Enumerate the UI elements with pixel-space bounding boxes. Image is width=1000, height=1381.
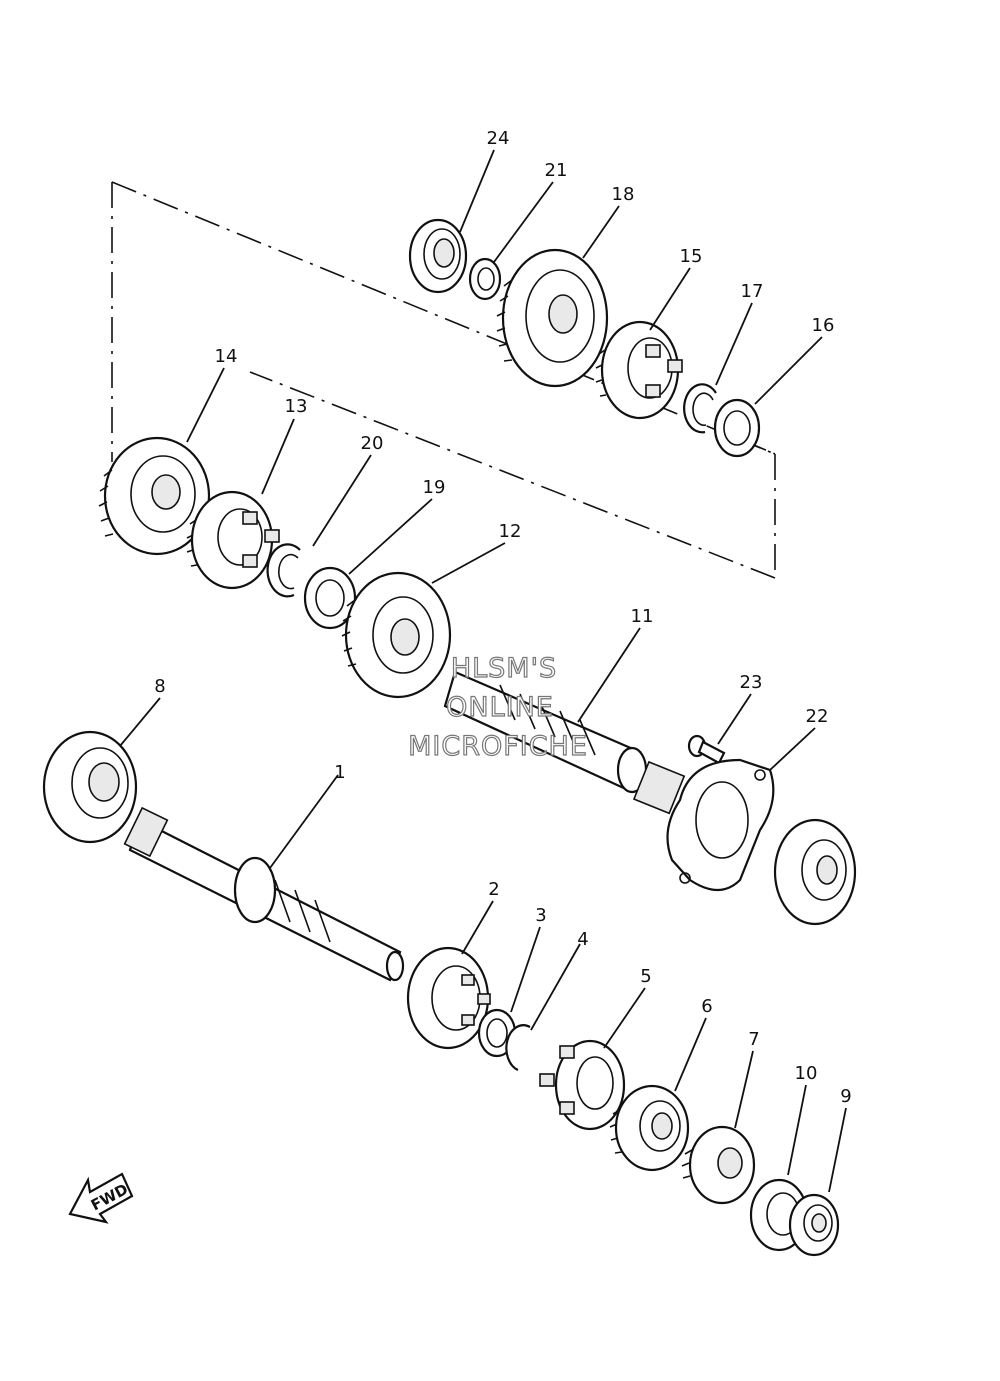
callout-11: 11 bbox=[631, 606, 654, 627]
leader-16 bbox=[754, 336, 823, 405]
circlip-17 bbox=[683, 383, 717, 434]
leader-1 bbox=[269, 774, 339, 869]
plate-22 bbox=[666, 758, 775, 892]
leader-23 bbox=[717, 693, 752, 745]
leader-24 bbox=[459, 149, 495, 233]
callout-labels: 24 21 18 15 17 16 14 13 20 19 12 11 8 23… bbox=[154, 128, 851, 1107]
leader-21 bbox=[493, 181, 554, 263]
callout-1: 1 bbox=[334, 762, 345, 783]
callout-2: 2 bbox=[488, 879, 499, 900]
circlip-4 bbox=[505, 1024, 531, 1072]
callout-16: 16 bbox=[812, 315, 835, 336]
callout-6: 6 bbox=[701, 996, 712, 1017]
shaft-11 bbox=[443, 670, 686, 815]
leader-20 bbox=[312, 454, 372, 547]
leader-4 bbox=[530, 943, 581, 1031]
watermark-line-1: HLSM'S bbox=[451, 653, 557, 684]
callout-13: 13 bbox=[285, 396, 308, 417]
gear-7 bbox=[681, 1125, 756, 1205]
leader-17 bbox=[715, 302, 753, 386]
callout-7: 7 bbox=[748, 1029, 759, 1050]
callout-15: 15 bbox=[680, 246, 703, 267]
gear-13 bbox=[186, 490, 280, 590]
gear-18 bbox=[496, 248, 609, 388]
callout-20: 20 bbox=[361, 433, 384, 454]
callout-19: 19 bbox=[423, 477, 446, 498]
callout-22: 22 bbox=[806, 706, 829, 727]
leader-18 bbox=[582, 205, 620, 259]
callout-4: 4 bbox=[577, 929, 588, 950]
leader-6 bbox=[674, 1017, 707, 1092]
gear-6 bbox=[609, 1084, 690, 1172]
leader-lines bbox=[119, 149, 847, 1193]
leader-19 bbox=[348, 498, 433, 575]
watermark-line-3: MICROFICHE bbox=[408, 731, 588, 762]
leader-3 bbox=[510, 926, 541, 1013]
assembly-bracket-line bbox=[111, 181, 776, 579]
gear-15 bbox=[595, 320, 683, 420]
leader-14 bbox=[186, 367, 225, 443]
watermark-line-2: ONLINE bbox=[446, 692, 554, 723]
leader-9 bbox=[828, 1107, 847, 1193]
gear-2 bbox=[406, 946, 491, 1050]
leader-7 bbox=[734, 1050, 754, 1129]
callout-14: 14 bbox=[215, 346, 238, 367]
bearing-9 bbox=[788, 1193, 840, 1257]
circlip-20 bbox=[266, 543, 301, 598]
callout-10: 10 bbox=[795, 1063, 818, 1084]
leader-13 bbox=[261, 418, 295, 495]
bearing-24 bbox=[408, 218, 468, 294]
washer-21 bbox=[468, 257, 502, 301]
leader-10 bbox=[787, 1084, 807, 1176]
callout-9: 9 bbox=[840, 1086, 851, 1107]
callout-18: 18 bbox=[612, 184, 635, 205]
callout-8: 8 bbox=[154, 676, 165, 697]
screw-23 bbox=[687, 734, 726, 765]
bearing-8 bbox=[42, 730, 138, 844]
gear-12 bbox=[341, 571, 452, 699]
callout-5: 5 bbox=[640, 966, 651, 987]
leader-22 bbox=[769, 727, 816, 771]
toothed-washer-16 bbox=[713, 398, 761, 458]
callout-24: 24 bbox=[487, 128, 510, 149]
callout-17: 17 bbox=[741, 281, 764, 302]
callout-12: 12 bbox=[499, 521, 522, 542]
leader-8 bbox=[119, 697, 161, 747]
fwd-arrow-icon: FWD bbox=[68, 1172, 134, 1224]
shaft-1 bbox=[123, 806, 405, 982]
leader-2 bbox=[461, 900, 494, 955]
gear-14 bbox=[98, 436, 211, 556]
callout-21: 21 bbox=[545, 160, 568, 181]
leader-5 bbox=[603, 987, 646, 1049]
toothed-washer-19 bbox=[303, 566, 357, 630]
gear-5 bbox=[539, 1039, 626, 1131]
leader-15 bbox=[649, 267, 691, 331]
callout-3: 3 bbox=[535, 905, 546, 926]
bearing-output bbox=[773, 818, 857, 926]
watermark: HLSM'S ONLINE MICROFICHE bbox=[407, 652, 588, 762]
leader-11 bbox=[577, 627, 641, 723]
leader-12 bbox=[431, 542, 506, 584]
callout-23: 23 bbox=[740, 672, 763, 693]
